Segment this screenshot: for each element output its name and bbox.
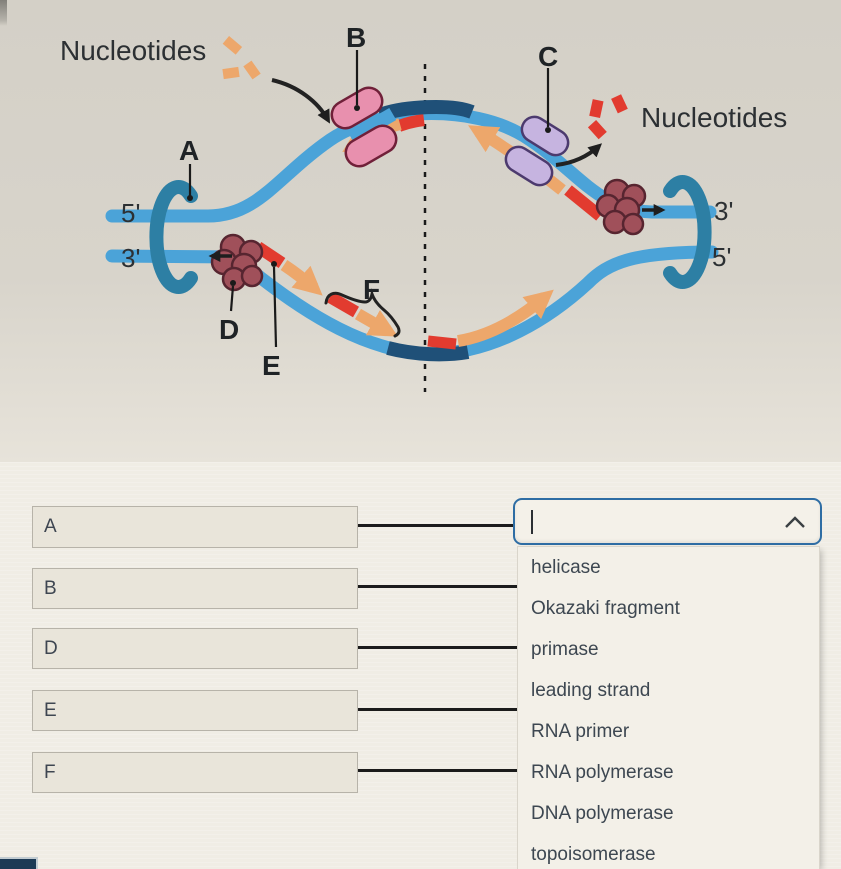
connector-line-b bbox=[358, 585, 517, 588]
callout-a: A bbox=[179, 135, 199, 166]
nucleotides-label-right: Nucleotides bbox=[641, 102, 787, 133]
callout-b: B bbox=[346, 22, 366, 53]
text-cursor bbox=[531, 510, 533, 534]
enzyme-pill bbox=[504, 145, 554, 187]
dropdown-options-panel: helicase Okazaki fragment primase leadin… bbox=[517, 546, 820, 869]
parental-duplex-top bbox=[377, 100, 475, 122]
okazaki-fragment-arrow bbox=[280, 260, 323, 296]
bottom-template-strand bbox=[105, 245, 719, 361]
answer-box-f[interactable]: F bbox=[32, 752, 358, 793]
connector-line-a bbox=[358, 524, 513, 527]
callout-e: E bbox=[262, 350, 281, 381]
nucleotides-label-left: Nucleotides bbox=[60, 35, 206, 66]
answer-box-label: F bbox=[44, 761, 56, 783]
template-strands bbox=[105, 107, 719, 361]
topoisomerase-ring-left bbox=[149, 180, 198, 294]
answer-box-d[interactable]: D bbox=[32, 628, 358, 669]
rna-primer-segment bbox=[564, 185, 604, 221]
free-nucleotides-right bbox=[587, 94, 628, 140]
helicase-cluster-right bbox=[595, 178, 647, 236]
rna-primer-segment bbox=[427, 335, 457, 350]
option-leading-strand[interactable]: leading strand bbox=[531, 680, 651, 701]
chevron-up-icon[interactable] bbox=[784, 515, 806, 529]
answer-box-label: D bbox=[44, 637, 58, 659]
photo-edge-artifact bbox=[0, 0, 7, 26]
option-dna-polymerase[interactable]: DNA polymerase bbox=[531, 803, 674, 824]
parental-duplex-bottom bbox=[386, 341, 470, 362]
option-rna-polymerase[interactable]: RNA polymerase bbox=[531, 762, 674, 783]
rna-primer-segment bbox=[396, 114, 425, 132]
nucleotide-entry-arrow-left bbox=[271, 78, 330, 124]
callout-f: F bbox=[363, 274, 380, 305]
purple-enzyme bbox=[504, 115, 570, 187]
dropdown-input[interactable] bbox=[513, 498, 822, 545]
callout-lines bbox=[187, 50, 551, 348]
connector-line-f bbox=[358, 769, 517, 772]
okazaki-fragment-arrow bbox=[354, 308, 399, 337]
answer-box-label: B bbox=[44, 577, 57, 599]
answer-box-e[interactable]: E bbox=[32, 690, 358, 731]
bottom-left-chip bbox=[0, 857, 38, 869]
strand-end-left-bottom: 3' bbox=[121, 243, 140, 273]
okazaki-fragment-brace bbox=[324, 288, 401, 338]
topoisomerase-ring-right bbox=[663, 175, 712, 289]
answer-box-label: E bbox=[44, 699, 57, 721]
option-rna-primer[interactable]: RNA primer bbox=[531, 721, 630, 742]
answer-box-label: A bbox=[44, 516, 57, 537]
option-topoisomerase[interactable]: topoisomerase bbox=[531, 844, 656, 865]
callout-d: D bbox=[219, 314, 239, 345]
answer-box-b[interactable]: B bbox=[32, 568, 358, 609]
leading-strand-arrow bbox=[456, 289, 554, 347]
answer-box-a[interactable]: A bbox=[32, 506, 358, 548]
enzyme-pill bbox=[344, 124, 398, 168]
free-nucleotides-left bbox=[222, 36, 261, 80]
strand-end-right-bottom: 5' bbox=[712, 242, 731, 272]
option-primase[interactable]: primase bbox=[531, 639, 599, 660]
connector-line-d bbox=[358, 646, 517, 649]
rna-primer-segment bbox=[327, 291, 359, 318]
option-helicase[interactable]: helicase bbox=[531, 557, 601, 578]
strand-end-left-top: 5' bbox=[121, 198, 140, 228]
callout-c: C bbox=[538, 41, 558, 72]
connector-line-e bbox=[358, 708, 517, 711]
nucleotide-release-arrow-right bbox=[555, 143, 603, 167]
helicase-cluster-left bbox=[210, 233, 264, 292]
option-okazaki-fragment[interactable]: Okazaki fragment bbox=[531, 598, 680, 619]
strand-end-right-top: 3' bbox=[714, 196, 733, 226]
lagging-strand-fragments bbox=[254, 242, 554, 362]
dna-replication-diagram: Nucleotides Nucleotides A B C D E F 5' 3… bbox=[60, 22, 787, 392]
template-clamp-segment bbox=[347, 107, 397, 145]
enzyme-pill bbox=[520, 115, 570, 157]
